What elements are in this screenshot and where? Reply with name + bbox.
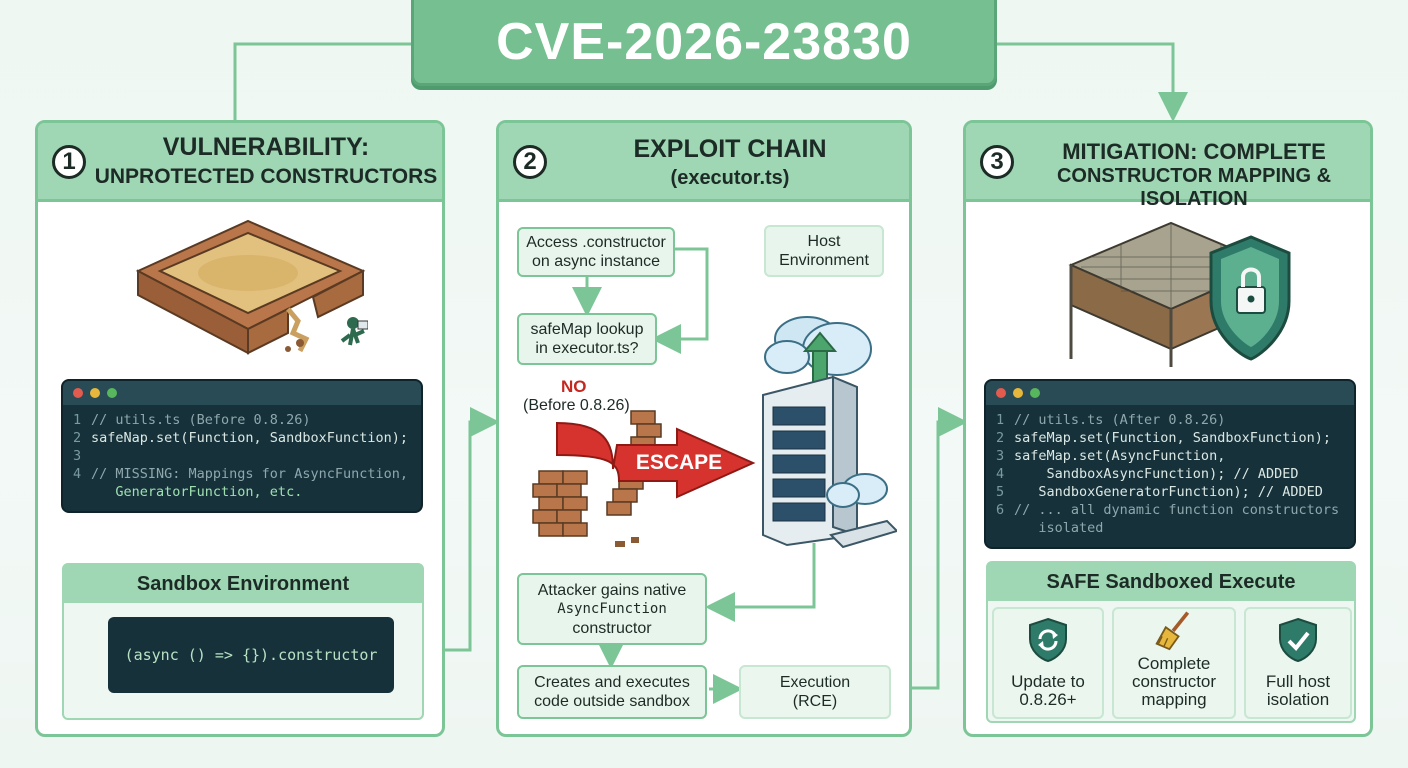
card-constructor-mapping-label: Complete constructor mapping [1131,654,1217,709]
card-host-isolation: Full host isolation [1244,607,1352,719]
line-number [996,519,1014,537]
panel-heading-line1: MITIGATION: COMPLETE [1062,139,1326,164]
panel-heading-line2: (executor.ts) [670,167,790,189]
broom-icon [1155,611,1190,651]
minimize-dot-icon [1013,388,1023,398]
step-number-badge: 3 [980,145,1014,179]
step-creates-executes: Creates and executes code outside sandbo… [517,665,707,719]
close-dot-icon [996,388,1006,398]
shield-refresh-icon [1029,617,1067,663]
card-constructor-mapping: Complete constructor mapping [1112,607,1236,719]
window-titlebar [63,381,421,405]
sandbox-environment-label: Sandbox Environment [136,572,350,595]
line-number: 2 [996,430,1005,446]
step-number-badge: 2 [513,145,547,179]
panel-exploit-chain: 2 EXPLOIT CHAIN (executor.ts) Access .co… [496,120,912,737]
step-safemap-lookup: safeMap lookup in executor.ts? [517,313,657,365]
code-window-after: 1 // utils.ts (After 0.8.26) 2 safeMap.set(… [984,379,1356,549]
window-titlebar [986,381,1354,405]
panel-heading-line2: UNPROTECTED CONSTRUCTORS [94,165,438,188]
panel-header: 3 MITIGATION: COMPLETE CONSTRUCTOR MAPPI… [966,123,1370,210]
step-attacker-gains: Attacker gains native AsyncFunction cons… [517,573,707,645]
page-title: CVE-2026-23830 [496,12,912,71]
line-number: 2 [73,430,82,446]
panel-heading-line1: VULNERABILITY: [162,133,370,161]
code-line: GeneratorFunction, etc. [73,483,411,501]
code-lines: 1 // utils.ts (After 0.8.26) 2 safeMap.set(… [986,405,1354,543]
code-text: safeMap.set(AsyncFunction, [1014,448,1226,464]
escape-illustration: ESCAPE [532,410,756,547]
code-window-before: 1 // utils.ts (Before 0.8.26) 2 safeNap.set… [61,379,423,513]
line-number: 6 [996,502,1005,518]
step-number-badge: 1 [52,145,86,179]
code-line: 1 // utils.ts (After 0.8.26) [996,411,1344,429]
broken-sandbox-illustration [135,219,368,355]
gain-line3: constructor [572,619,652,637]
code-text: isolated [1014,520,1104,536]
gain-line1: Attacker gains native [537,581,687,599]
card-update: Update to 0.8.26+ [992,607,1104,719]
code-text: SandboxGeneratorFunction); // ADDED [1014,484,1323,500]
protected-sandbox-illustration [1068,221,1291,367]
close-dot-icon [73,388,83,398]
host-environment-label: Host Environment [764,225,884,277]
code-text: // utils.ts (Before 0.8.26) [91,412,311,428]
sandbox-environment-header: Sandbox Environment [64,565,422,603]
code-text: safeNap.set(Function, SandboxFunction); [91,430,408,446]
line-number: 5 [996,484,1005,500]
maximize-dot-icon [1030,388,1040,398]
shield-check-icon [1279,617,1317,663]
code-line: 4 SandboxAsyncFunction); // ADDED [996,465,1344,483]
code-line: 3 safeMap.set(AsyncFunction, [996,447,1344,465]
line-number [73,483,91,501]
panel-heading-line2: CONSTRUCTOR MAPPING & ISOLATION [1056,165,1332,210]
code-line: 5 SandboxGeneratorFunction); // ADDED [996,483,1344,501]
code-line: 1 // utils.ts (Before 0.8.26) [73,411,411,429]
code-text: GeneratorFunction, etc. [91,484,303,500]
exploit-flow-arrows [572,247,816,704]
sandbox-code-block: (async () => {}).constructor [108,617,394,693]
code-text: // MISSING: Mappings for AsyncFunction, [91,466,408,482]
no-label: NO [561,377,587,396]
line-number: 4 [73,466,82,482]
code-line: 2 safeMap.set(Function, SandboxFunction); [996,429,1344,447]
code-line: 3 [73,447,411,465]
title-banner: CVE-2026-23830 [411,0,997,86]
escape-label: ESCAPE [636,451,722,474]
step-access-constructor: Access .constructor on async instance [517,227,675,277]
line-number: 4 [996,466,1005,482]
code-line: isolated [996,519,1344,537]
card-update-label: Update to 0.8.26+ [1011,672,1085,709]
sandbox-environment: Sandbox Environment (async () => {}).con… [62,563,424,720]
panel-header: 1 VULNERABILITY: UNPROTECTED CONSTRUCTOR… [38,123,442,202]
line-number: 3 [73,448,82,464]
safe-execute-panel: SAFE Sandboxed Execute Update to 0.8.26+… [986,561,1356,723]
code-line: 6 // ... all dynamic function constructor… [996,501,1344,519]
code-text: SandboxAsyncFunction); // ADDED [1014,466,1299,482]
card-host-isolation-label: Full host isolation [1265,672,1331,709]
code-line: 4 // MISSING: Mappings for AsyncFunction, [73,465,411,483]
maximize-dot-icon [107,388,117,398]
code-text: // utils.ts (After 0.8.26) [1014,412,1226,428]
panel-header: 2 EXPLOIT CHAIN (executor.ts) [499,123,909,202]
panel-mitigation: 3 MITIGATION: COMPLETE CONSTRUCTOR MAPPI… [963,120,1373,737]
code-lines: 1 // utils.ts (Before 0.8.26) 2 safeNap.set… [63,405,421,507]
code-line: 2 safeNap.set(Function, SandboxFunction); [73,429,411,447]
code-text: safeMap.set(Function, SandboxFunction); [1014,430,1331,446]
panel-heading-line1: EXPLOIT CHAIN [633,135,827,163]
gain-line2: AsyncFunction [557,600,667,617]
sandbox-code: (async () => {}).constructor [124,646,378,664]
step-execution-rce: Execution (RCE) [739,665,891,719]
line-number: 1 [73,412,82,428]
safe-execute-header: SAFE Sandboxed Execute [988,563,1354,601]
line-number: 3 [996,448,1005,464]
panel-vulnerability: 1 VULNERABILITY: UNPROTECTED CONSTRUCTOR… [35,120,445,737]
minimize-dot-icon [90,388,100,398]
line-number: 1 [996,412,1005,428]
no-condition-label: (Before 0.8.26) [523,397,630,414]
host-server-illustration [762,316,897,549]
code-text: // ... all dynamic function constructors [1014,502,1340,518]
safe-execute-label: SAFE Sandboxed Execute [1046,570,1296,593]
